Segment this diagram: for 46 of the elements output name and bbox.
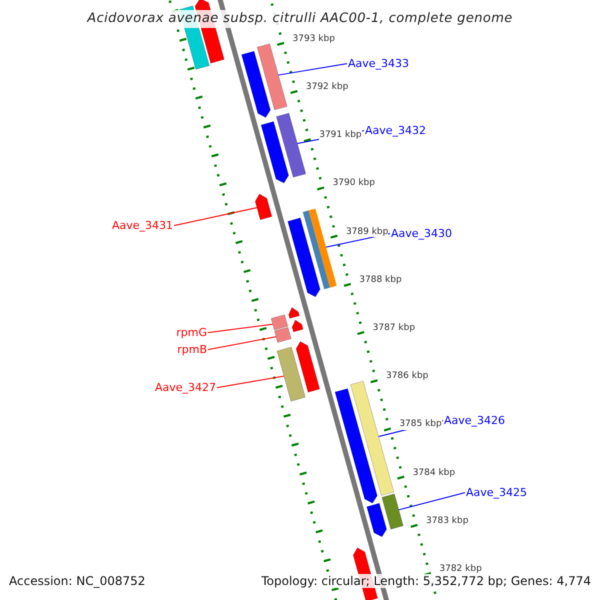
gene-label: Aave_3426 bbox=[444, 414, 506, 428]
gene-bar bbox=[276, 112, 306, 178]
gene-pointer bbox=[241, 50, 271, 118]
leader-line bbox=[208, 336, 277, 350]
gene-pointer bbox=[292, 320, 304, 332]
gene-label: Aave_3425 bbox=[466, 486, 528, 500]
gene-label: Aave_3430 bbox=[391, 227, 452, 240]
genome-info-text: Topology: circular; Length: 5,352,772 bp; Genes: 4,774 bbox=[261, 574, 591, 588]
scale-label: 3783 kbp bbox=[426, 516, 468, 527]
gene-label: Aave_3427 bbox=[154, 381, 216, 394]
gene-bar bbox=[302, 208, 337, 290]
scale-label: 3792 kbp bbox=[306, 82, 348, 93]
gene-label: rpmG bbox=[176, 326, 207, 340]
gene-pointer bbox=[366, 502, 387, 538]
scale-label: 3785 kbp bbox=[399, 419, 442, 430]
leader-line bbox=[216, 376, 284, 388]
scale-label: 3786 kbp bbox=[386, 371, 428, 382]
gene-label: Aave_3432 bbox=[365, 124, 426, 138]
gene-pointer bbox=[254, 194, 272, 220]
scale-label: 3788 kbp bbox=[359, 274, 402, 286]
scale-label: 3790 kbp bbox=[332, 178, 375, 190]
gene-pointer bbox=[296, 341, 320, 393]
scale-label: 3793 kbp bbox=[292, 34, 335, 45]
gene-bar bbox=[382, 494, 404, 530]
scale-label: 3789 kbp bbox=[346, 226, 388, 238]
leader-line bbox=[208, 324, 274, 334]
gene-bar bbox=[274, 326, 292, 343]
gene-label: Aave_3431 bbox=[112, 219, 173, 232]
gene-label: Aave_3433 bbox=[348, 57, 410, 70]
gene-pointer bbox=[287, 218, 320, 298]
scale-label: 3782 kbp bbox=[439, 564, 482, 575]
gene-pointer bbox=[288, 307, 300, 319]
accession-text: Accession: NC_008752 bbox=[9, 574, 146, 588]
scale-label: 3791 kbp bbox=[319, 130, 362, 141]
gene-bar bbox=[276, 346, 306, 402]
leader-line bbox=[398, 492, 466, 510]
scale-label: 3784 kbp bbox=[412, 468, 456, 478]
gene-bar bbox=[270, 314, 288, 330]
scale-label: 3787 kbp bbox=[372, 323, 416, 334]
gene-bar bbox=[256, 43, 288, 110]
leader-line bbox=[174, 207, 258, 226]
gene-label: rpmB bbox=[177, 343, 207, 356]
leader-line bbox=[278, 63, 348, 76]
gene-bar bbox=[350, 380, 394, 496]
gene-pointer bbox=[334, 388, 378, 504]
gene-pointer bbox=[260, 121, 289, 184]
